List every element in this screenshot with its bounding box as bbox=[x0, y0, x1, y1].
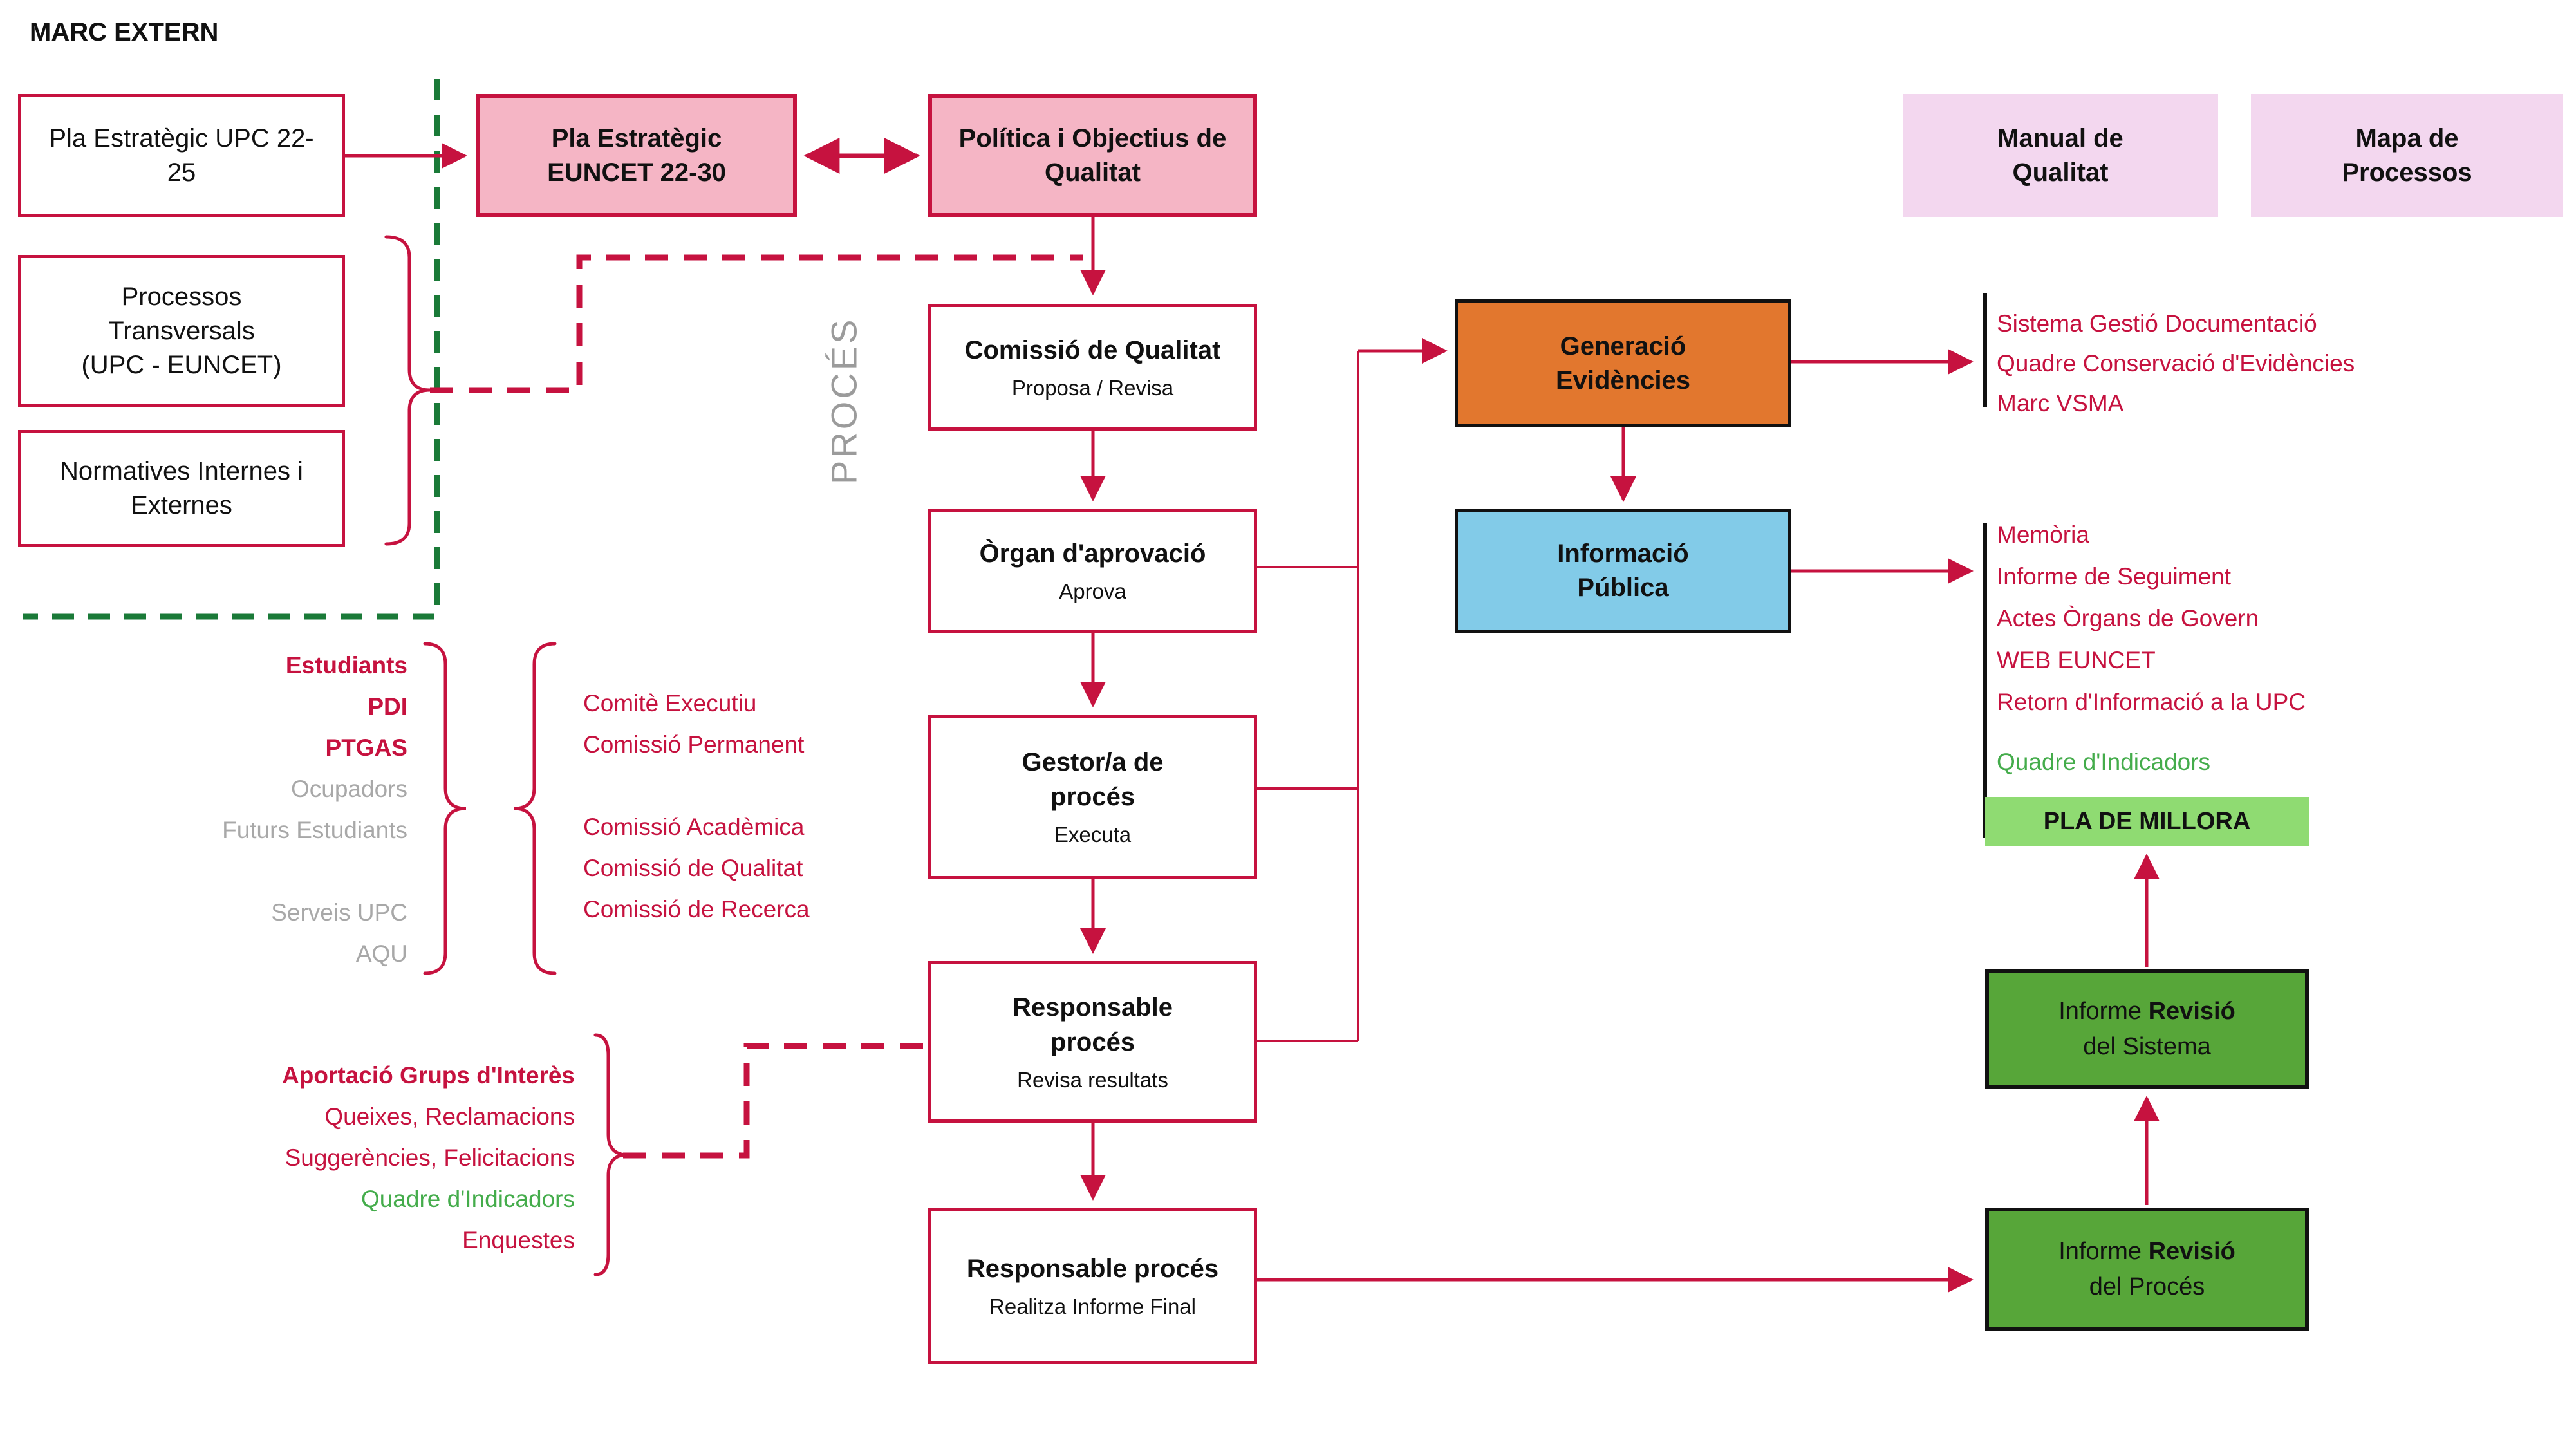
list-item: Quadre Conservació d'Evidències bbox=[1997, 350, 2355, 377]
list-item: Serveis UPC bbox=[271, 899, 407, 926]
list-item-quadre-indicadors: Quadre d'Indicadors bbox=[360, 1186, 575, 1212]
list-item: PDI bbox=[368, 693, 407, 720]
box-subtitle: Realitza Informe Final bbox=[989, 1294, 1196, 1318]
list-organs: Comitè Executiu Comissió Permanent Comis… bbox=[583, 683, 810, 930]
list-title: Aportació Grups d'Interès bbox=[282, 1062, 575, 1089]
list-item: Comissió de Recerca bbox=[583, 896, 810, 922]
box-subtitle: Aprova bbox=[1059, 579, 1126, 604]
list-item-quadre-indicadors: Quadre d'Indicadors bbox=[1997, 749, 2211, 775]
list-item: Informe de Seguiment bbox=[1997, 563, 2232, 590]
report-line1-bold: Revisió bbox=[2148, 997, 2235, 1025]
list-item: Enquestes bbox=[462, 1227, 575, 1253]
brace-organs bbox=[513, 642, 557, 975]
report-line1: Informe Revisió bbox=[2058, 994, 2235, 1029]
brace-external-inputs bbox=[384, 235, 431, 546]
list-outputs-evidencies: Sistema Gestió Documentació Quadre Conse… bbox=[1997, 304, 2355, 424]
box-pla-estrategic-euncet: Pla Estratègic EUNCET 22-30 bbox=[476, 94, 797, 217]
box-informe-revisio-sistema: Informe Revisió del Sistema bbox=[1985, 969, 2309, 1089]
box-normatives: Normatives Internes i Externes bbox=[18, 430, 345, 547]
report-line1-regular: Informe bbox=[2058, 1237, 2149, 1265]
box-organ-aprovacio: Òrgan d'aprovació Aprova bbox=[928, 509, 1257, 633]
list-item: Suggerències, Felicitacions bbox=[285, 1145, 575, 1171]
list-item: Queixes, Reclamacions bbox=[324, 1103, 575, 1130]
list-item: Retorn d'Informació a la UPC bbox=[1997, 689, 2306, 715]
collector-lines bbox=[1257, 351, 1359, 1042]
box-generacio-evidencies: Generació Evidències bbox=[1455, 299, 1791, 427]
list-item: AQU bbox=[355, 940, 407, 967]
band-pla-de-millora: PLA DE MILLORA bbox=[1985, 797, 2309, 846]
box-subtitle: Proposa / Revisa bbox=[1011, 375, 1174, 400]
box-title: Òrgan d'aprovació bbox=[979, 539, 1206, 568]
box-subtitle: Revisa resultats bbox=[1017, 1067, 1168, 1092]
list-item: Comissió de Qualitat bbox=[583, 855, 803, 881]
box-title: Responsable procés bbox=[1013, 993, 1173, 1056]
box-subtitle: Executa bbox=[1054, 823, 1132, 847]
proces-axis-label: PROCÉS bbox=[823, 317, 864, 485]
box-informacio-publica: Informació Pública bbox=[1455, 509, 1791, 633]
report-line2: del Sistema bbox=[2083, 1033, 2211, 1060]
brace-stakeholders bbox=[423, 642, 467, 975]
list-item: Marc VSMA bbox=[1997, 390, 2124, 416]
box-pla-estrategic-upc: Pla Estratègic UPC 22- 25 bbox=[18, 94, 345, 217]
list-item: Comitè Executiu bbox=[583, 690, 757, 716]
box-manual-qualitat: Manual de Qualitat bbox=[1903, 94, 2218, 217]
box-gestor-proces: Gestor/a de procés Executa bbox=[928, 715, 1257, 879]
box-responsable-final: Responsable procés Realitza Informe Fina… bbox=[928, 1208, 1257, 1364]
list-item: Futurs Estudiants bbox=[222, 817, 407, 843]
list-item: Actes Òrgans de Govern bbox=[1997, 605, 2259, 631]
report-line1-bold: Revisió bbox=[2148, 1237, 2235, 1265]
list-aportacio: Aportació Grups d'Interès Queixes, Recla… bbox=[282, 1055, 575, 1261]
list-item: Estudiants bbox=[285, 652, 407, 678]
box-title: Comissió de Qualitat bbox=[964, 335, 1221, 364]
brace-aportacio bbox=[593, 1033, 628, 1276]
list-stakeholders: Estudiants PDI PTGAS Ocupadors Futurs Es… bbox=[222, 645, 407, 975]
list-item: Memòria bbox=[1997, 521, 2089, 548]
box-processos-transversals: Processos Transversals (UPC - EUNCET) bbox=[18, 255, 345, 407]
box-mapa-processos: Mapa de Processos bbox=[2251, 94, 2563, 217]
box-comissio-qualitat: Comissió de Qualitat Proposa / Revisa bbox=[928, 304, 1257, 431]
report-line2: del Procés bbox=[2089, 1273, 2205, 1300]
list-item: Ocupadors bbox=[291, 776, 407, 802]
box-title: Gestor/a de procés bbox=[1022, 748, 1164, 812]
report-line1: Informe Revisió bbox=[2058, 1234, 2235, 1269]
list-item: WEB EUNCET bbox=[1997, 647, 2156, 673]
list-item: Comissió Permanent bbox=[583, 731, 805, 758]
dashed-link-aportacio-to-responsable bbox=[623, 1043, 924, 1159]
list-item: Sistema Gestió Documentació bbox=[1997, 310, 2317, 337]
page-title: MARC EXTERN bbox=[30, 18, 219, 46]
box-informe-revisio-proces: Informe Revisió del Procés bbox=[1985, 1208, 2309, 1331]
list-item: Comissió Acadèmica bbox=[583, 814, 805, 840]
box-title: Responsable procés bbox=[966, 1254, 1219, 1283]
list-item: PTGAS bbox=[325, 734, 407, 761]
list-outputs-publica: Memòria Informe de Seguiment Actes Òrgan… bbox=[1997, 514, 2306, 783]
report-line1-regular: Informe bbox=[2058, 997, 2149, 1025]
box-politica-objectius: Política i Objectius de Qualitat bbox=[928, 94, 1257, 217]
box-responsable-proces: Responsable procés Revisa resultats bbox=[928, 961, 1257, 1123]
